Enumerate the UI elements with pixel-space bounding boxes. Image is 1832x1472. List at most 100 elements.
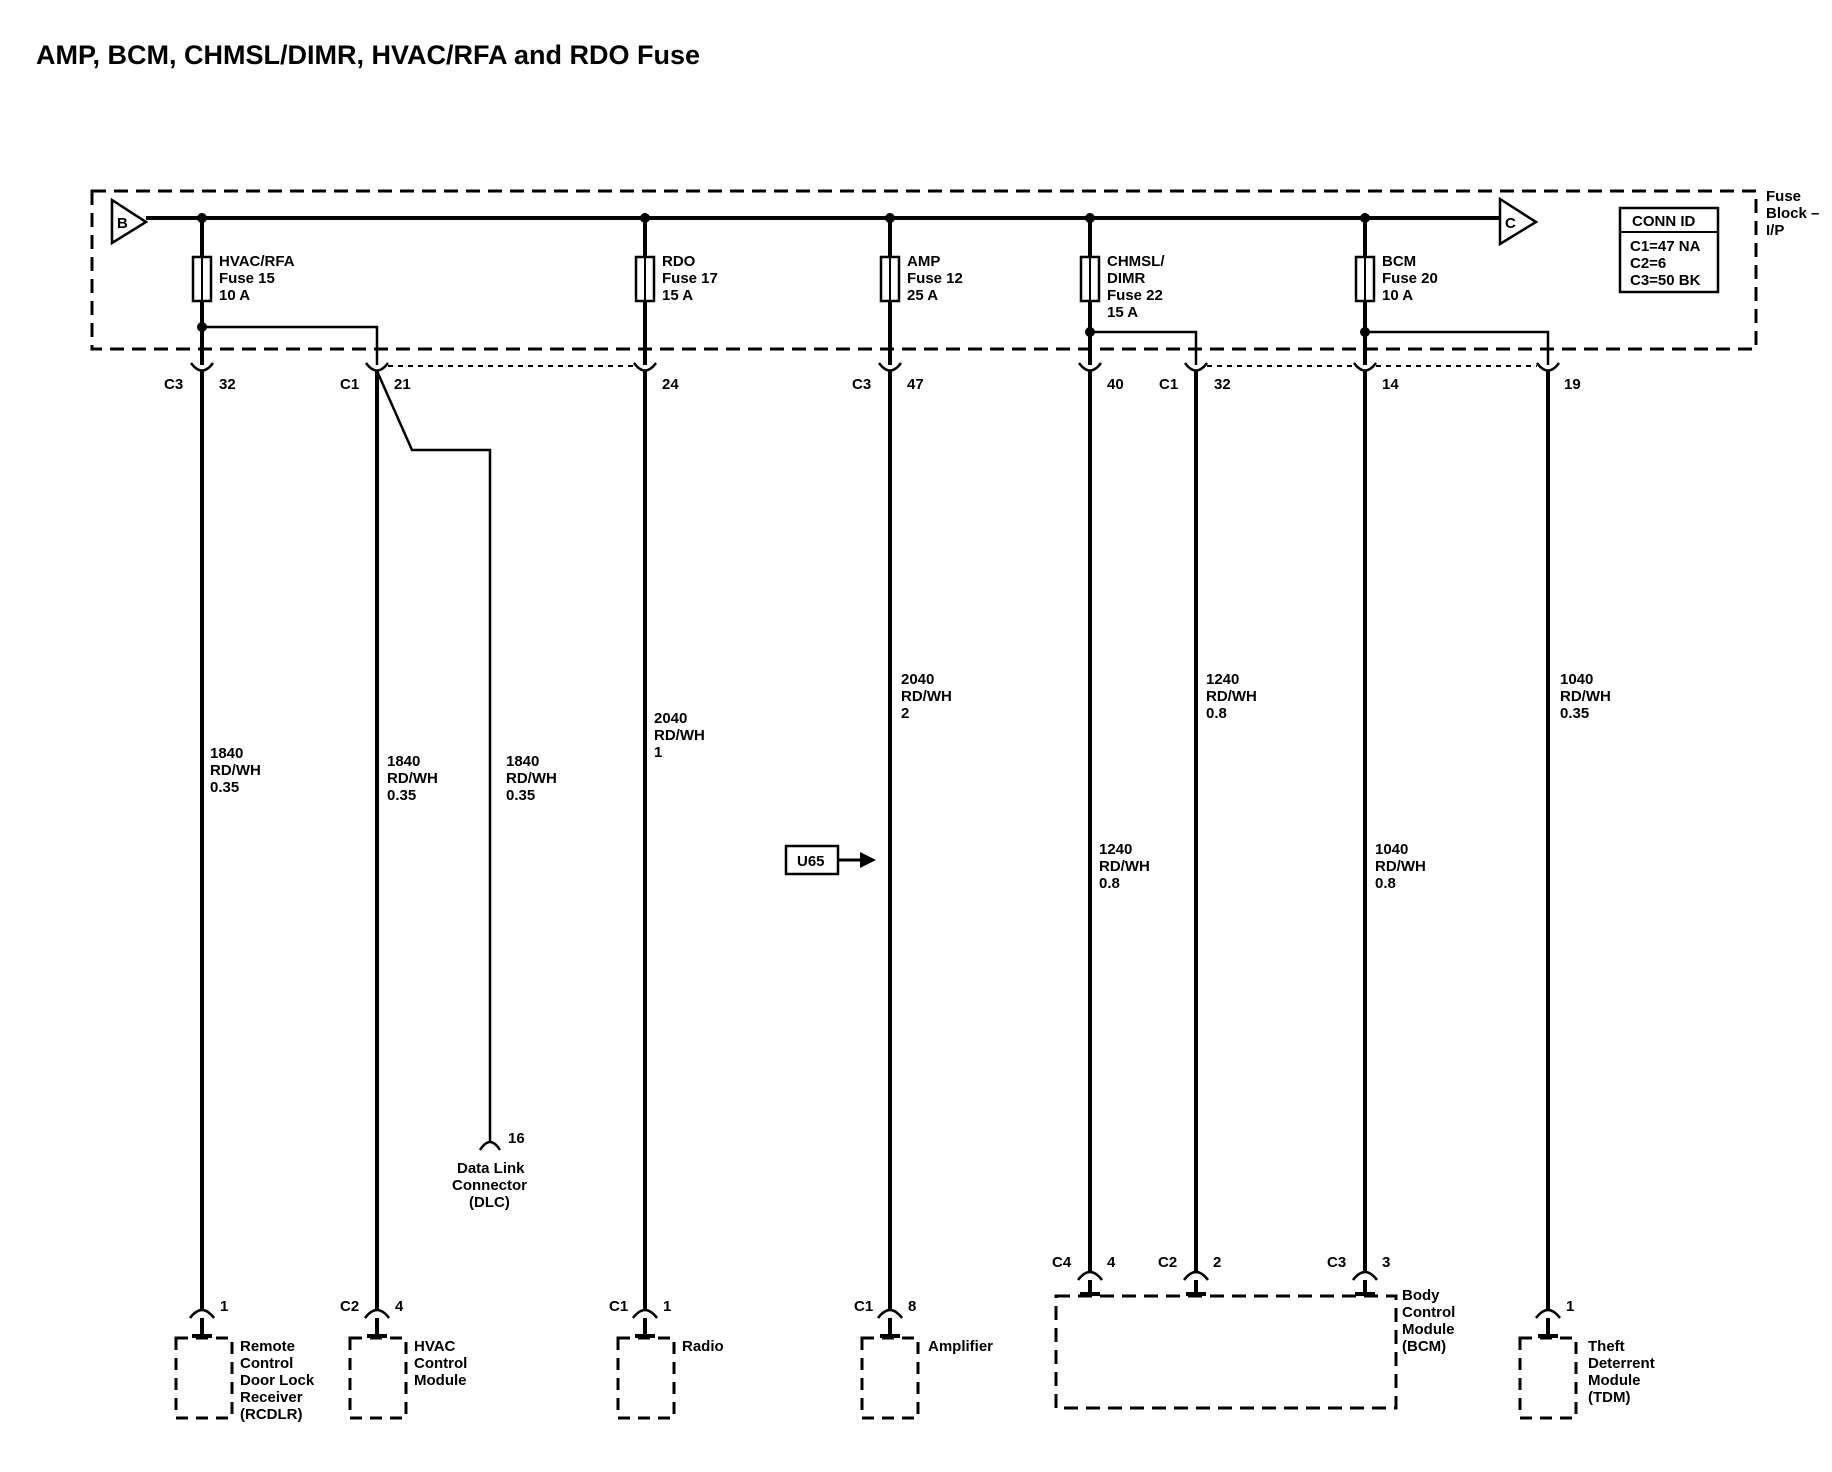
component-amplifier: C1 8 Amplifier bbox=[854, 1298, 993, 1420]
svg-text:C3: C3 bbox=[1327, 1254, 1346, 1271]
wire-label: 1240 RD/WH 0.8 bbox=[1206, 671, 1257, 722]
svg-text:Body: Body bbox=[1402, 1287, 1440, 1304]
svg-text:I/P: I/P bbox=[1766, 222, 1784, 239]
wire-label: 1840 RD/WH 0.35 bbox=[387, 753, 438, 804]
option-flag-u65: U65 bbox=[784, 844, 876, 876]
svg-text:Control: Control bbox=[240, 1355, 293, 1372]
dlc-connector: 16 Data Link Connector (DLC) bbox=[452, 1130, 527, 1211]
wire-label: 2040 RD/WH 1 bbox=[654, 710, 705, 761]
svg-text:2040: 2040 bbox=[901, 671, 934, 688]
wire-label: 1840 RD/WH 0.35 bbox=[506, 753, 557, 804]
svg-text:C1: C1 bbox=[1159, 376, 1178, 393]
fuse-block-boundary bbox=[90, 189, 1758, 351]
svg-text:Fuse 20: Fuse 20 bbox=[1382, 270, 1438, 287]
svg-text:32: 32 bbox=[219, 376, 236, 393]
svg-text:C3: C3 bbox=[852, 376, 871, 393]
component-radio: C1 1 Radio bbox=[609, 1298, 724, 1420]
fuse-chmsl-dimr: CHMSL/ DIMR Fuse 22 15 A bbox=[1079, 218, 1165, 365]
svg-text:Module: Module bbox=[414, 1372, 467, 1389]
svg-text:Deterrent: Deterrent bbox=[1588, 1355, 1655, 1372]
svg-text:RD/WH: RD/WH bbox=[210, 762, 261, 779]
svg-text:Fuse 17: Fuse 17 bbox=[662, 270, 718, 287]
svg-text:RD/WH: RD/WH bbox=[1099, 858, 1150, 875]
svg-text:Module: Module bbox=[1402, 1321, 1455, 1338]
arrow-right-icon bbox=[860, 852, 876, 868]
svg-text:40: 40 bbox=[1107, 376, 1124, 393]
svg-text:RD/WH: RD/WH bbox=[654, 727, 705, 744]
svg-text:U65: U65 bbox=[797, 853, 825, 870]
svg-text:C: C bbox=[1505, 215, 1516, 232]
terminal-c3-32: C3 32 bbox=[164, 362, 236, 393]
svg-text:C1: C1 bbox=[609, 1298, 628, 1315]
svg-text:B: B bbox=[117, 215, 128, 232]
svg-text:Remote: Remote bbox=[240, 1338, 295, 1355]
svg-text:0.35: 0.35 bbox=[506, 787, 535, 804]
svg-text:C4: C4 bbox=[1052, 1254, 1072, 1271]
svg-text:1: 1 bbox=[654, 744, 662, 761]
ref-arrow-c: C bbox=[1498, 196, 1539, 247]
terminal-c3-47: C3 47 bbox=[852, 362, 924, 393]
svg-text:Module: Module bbox=[1588, 1372, 1641, 1389]
svg-text:32: 32 bbox=[1214, 376, 1231, 393]
svg-text:1040: 1040 bbox=[1375, 841, 1408, 858]
svg-text:CONN ID: CONN ID bbox=[1632, 213, 1696, 230]
svg-text:Block –: Block – bbox=[1766, 205, 1819, 222]
terminal-c1-21: C1 21 bbox=[340, 362, 411, 393]
fuse-amp: AMP Fuse 12 25 A bbox=[879, 218, 963, 365]
svg-text:2: 2 bbox=[901, 705, 909, 722]
svg-text:Receiver: Receiver bbox=[240, 1389, 303, 1406]
fuse-branch-wire bbox=[1365, 330, 1550, 365]
svg-text:C3: C3 bbox=[164, 376, 183, 393]
component-bcm: C4 4 C2 2 C3 3 Body Control Module (BCM) bbox=[1052, 1254, 1455, 1410]
terminal-14: 14 bbox=[1352, 362, 1399, 393]
svg-text:C1=47 NA: C1=47 NA bbox=[1630, 238, 1701, 255]
svg-text:1840: 1840 bbox=[387, 753, 420, 770]
wire-label: 1040 RD/WH 0.35 bbox=[1560, 671, 1611, 722]
svg-text:Fuse: Fuse bbox=[1766, 188, 1801, 205]
svg-text:CHMSL/: CHMSL/ bbox=[1107, 253, 1165, 270]
svg-text:Theft: Theft bbox=[1588, 1338, 1625, 1355]
svg-text:RD/WH: RD/WH bbox=[387, 770, 438, 787]
svg-text:4: 4 bbox=[1107, 1254, 1116, 1271]
svg-text:25 A: 25 A bbox=[907, 287, 938, 304]
svg-text:(RCDLR): (RCDLR) bbox=[240, 1406, 302, 1423]
svg-text:1840: 1840 bbox=[210, 745, 243, 762]
svg-text:24: 24 bbox=[662, 376, 679, 393]
svg-text:(DLC): (DLC) bbox=[469, 1194, 510, 1211]
svg-text:Control: Control bbox=[414, 1355, 467, 1372]
svg-text:0.8: 0.8 bbox=[1099, 875, 1120, 892]
svg-text:3: 3 bbox=[1382, 1254, 1390, 1271]
svg-text:0.8: 0.8 bbox=[1206, 705, 1227, 722]
diagram-title: AMP, BCM, CHMSL/DIMR, HVAC/RFA and RDO F… bbox=[36, 40, 701, 70]
svg-text:C1: C1 bbox=[854, 1298, 873, 1315]
svg-text:0.35: 0.35 bbox=[387, 787, 416, 804]
svg-text:1840: 1840 bbox=[506, 753, 539, 770]
svg-text:C2: C2 bbox=[1158, 1254, 1177, 1271]
fuse-rdo: RDO Fuse 17 15 A bbox=[634, 218, 718, 365]
svg-text:1: 1 bbox=[1566, 1298, 1574, 1315]
fuse-bcm: BCM Fuse 20 10 A bbox=[1354, 218, 1438, 365]
svg-text:47: 47 bbox=[907, 376, 924, 393]
component-rcdlr: 1 Remote Control Door Lock Receiver (RCD… bbox=[174, 1298, 315, 1423]
svg-text:Door Lock: Door Lock bbox=[240, 1372, 315, 1389]
component-tdm: 1 Theft Deterrent Module (TDM) bbox=[1518, 1298, 1655, 1420]
svg-text:2: 2 bbox=[1213, 1254, 1221, 1271]
svg-text:Fuse 22: Fuse 22 bbox=[1107, 287, 1163, 304]
svg-text:C2: C2 bbox=[340, 1298, 359, 1315]
wire-label: 1840 RD/WH 0.35 bbox=[210, 745, 261, 796]
svg-text:1: 1 bbox=[220, 1298, 228, 1315]
svg-text:Fuse 15: Fuse 15 bbox=[219, 270, 275, 287]
svg-text:19: 19 bbox=[1564, 376, 1581, 393]
svg-text:Control: Control bbox=[1402, 1304, 1455, 1321]
fuse-branch-wire bbox=[1090, 330, 1198, 365]
svg-text:1040: 1040 bbox=[1560, 671, 1593, 688]
svg-text:HVAC: HVAC bbox=[414, 1338, 456, 1355]
terminal-24: 24 bbox=[632, 362, 679, 393]
wire-label: 1040 RD/WH 0.8 bbox=[1375, 841, 1426, 892]
svg-text:16: 16 bbox=[508, 1130, 525, 1147]
fuse-hvac-rfa: HVAC/RFA Fuse 15 10 A bbox=[191, 218, 295, 365]
conn-id-table: CONN ID C1=47 NA C2=6 C3=50 BK bbox=[1618, 206, 1720, 294]
svg-text:15 A: 15 A bbox=[662, 287, 693, 304]
svg-text:DIMR: DIMR bbox=[1107, 270, 1145, 287]
